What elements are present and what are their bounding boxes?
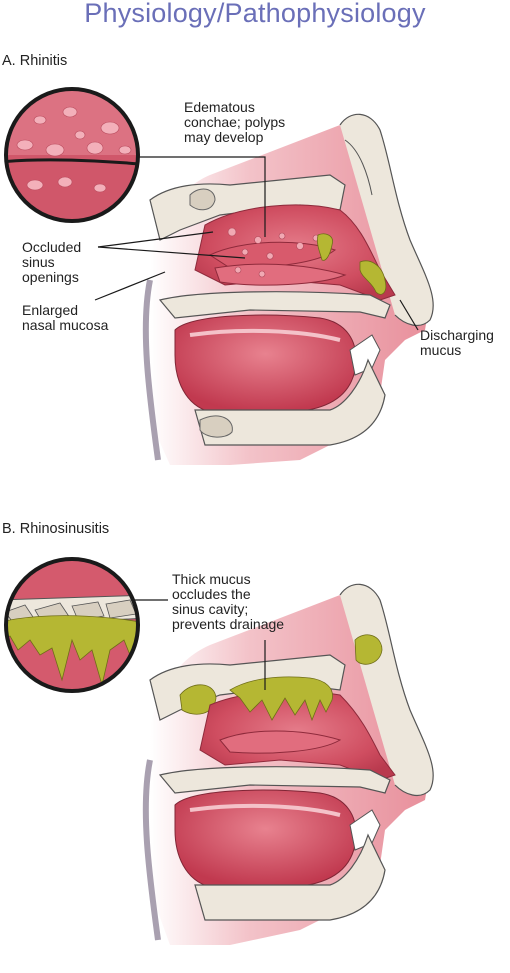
panel-a-heading: A. Rhinitis [2,53,68,69]
panel-b-head [142,583,434,945]
page-title: Physiology/Pathophysiology [84,0,426,28]
panel-a-leader-lines [94,156,419,331]
panel-a-head [142,113,434,465]
label-occluded-sinus-openings: Occluded sinus openings [22,239,82,285]
label-enlarged-nasal-mucosa: Enlarged nasal mucosa [22,302,109,333]
label-edematous-conchae: Edematous conchae; polyps may develop [184,99,286,145]
panel-b-inset [4,557,140,693]
label-discharging-mucus: Discharging mucus [420,327,494,358]
panel-a-inset [4,87,140,223]
panel-b-leader-lines [135,599,266,690]
label-thick-mucus: Thick mucus occludes the sinus cavity; p… [172,571,285,632]
panel-b-heading: B. Rhinosinusitis [2,521,110,537]
